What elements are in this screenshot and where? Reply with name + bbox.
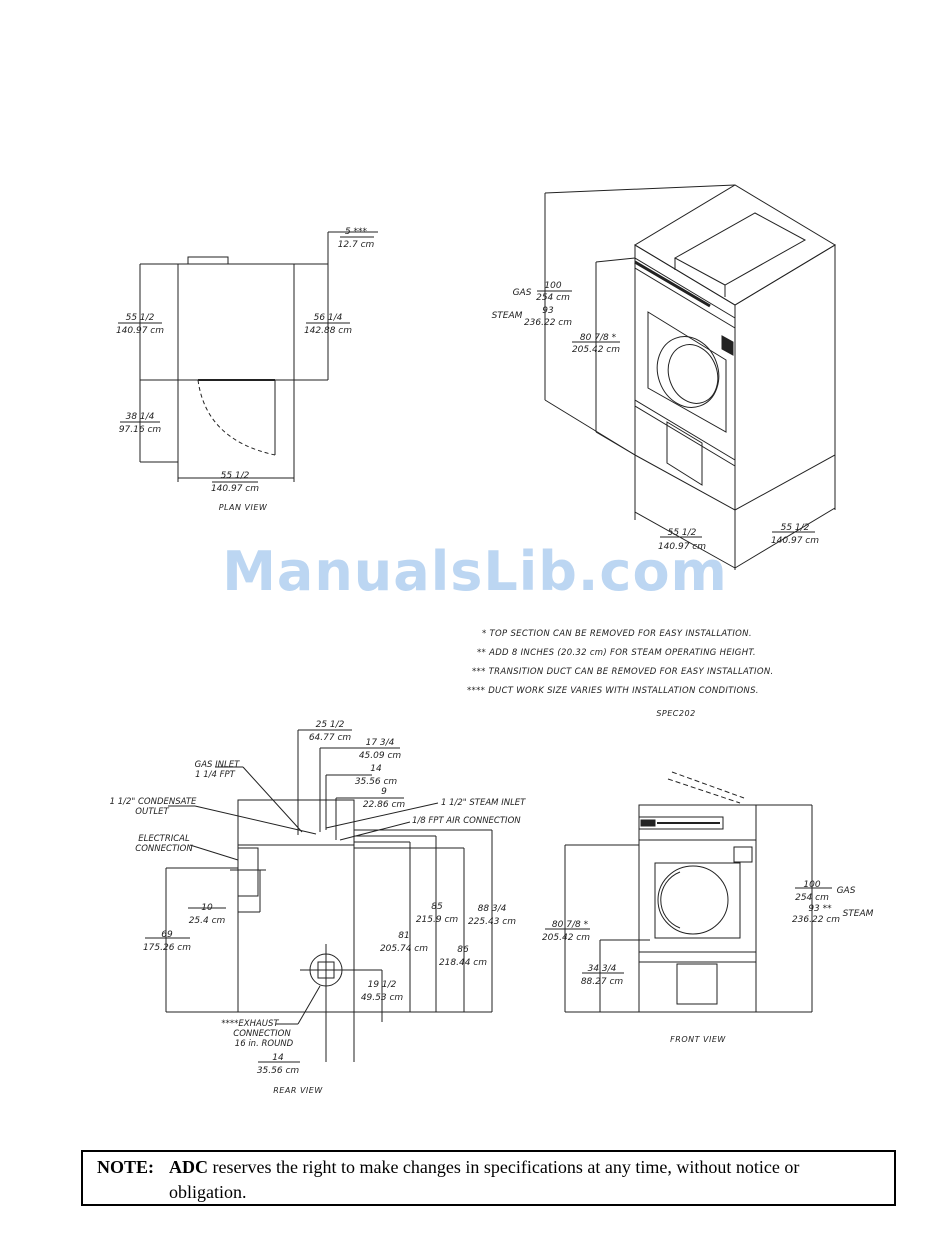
front-lint-drawer: [676, 963, 718, 1005]
gas-inlet-size: 1 1/4 FPT: [195, 770, 236, 780]
front-top-in: 80 7/8 *: [552, 920, 589, 930]
rear-d9-in: 81: [398, 931, 409, 941]
rear-d4-cm: 22.86 cm: [363, 800, 406, 810]
iso-width-in: 55 1/2: [668, 528, 697, 538]
air-connection-label: 1/8 FPT AIR CONNECTION: [412, 816, 521, 826]
front-control-box: [733, 846, 753, 863]
rear-view-caption: REAR VIEW: [273, 1086, 323, 1095]
front-view-body: [638, 804, 757, 1013]
rear-d6-cm: 175.26 cm: [143, 943, 191, 953]
exhaust-label: ****EXHAUST: [221, 1019, 279, 1029]
electrical-label: ELECTRICAL: [138, 834, 190, 844]
front-steam-in: 93 **: [808, 904, 832, 914]
exhaust-connection-label: CONNECTION: [233, 1029, 291, 1039]
rear-d10-cm: 218.44 cm: [439, 958, 487, 968]
plan-overall-depth-cm: 142.88 cm: [304, 326, 352, 336]
front-steam-cm: 236.22 cm: [792, 915, 840, 925]
plan-duct-in: 5 ***: [345, 227, 368, 237]
plan-door-swing-cm: 97.16 cm: [119, 425, 162, 435]
iso-side-face: [734, 244, 836, 511]
plan-width-in: 55 1/2: [221, 471, 250, 481]
front-view: [545, 771, 832, 1013]
note-company: ADC: [169, 1157, 208, 1177]
note-box: NOTE: ADC reserves the right to make cha…: [81, 1150, 896, 1206]
iso-width-cm: 140.97 cm: [658, 542, 706, 552]
rear-d11-cm: 49.53 cm: [361, 993, 404, 1003]
iso-gas-in: 100: [544, 281, 561, 291]
front-door-cm: 88.27 cm: [581, 977, 624, 987]
plan-view-duct: [187, 256, 229, 265]
electrical-box: [237, 847, 259, 897]
iso-steam-cm: 236.22 cm: [524, 318, 572, 328]
iso-top-in: 80 7/8 *: [580, 333, 617, 343]
plan-duct-cm: 12.7 cm: [338, 240, 375, 250]
rear-d1-in: 25 1/2: [316, 720, 345, 730]
iso-steam-in: 93: [542, 306, 554, 316]
door-swing-arc: [197, 379, 276, 456]
rear-d8-cm: 225.43 cm: [468, 917, 516, 927]
plan-view: [118, 231, 378, 483]
iso-steam-label: STEAM: [492, 311, 523, 321]
iso-gas-cm: 254 cm: [536, 293, 570, 303]
rear-d2-cm: 45.09 cm: [359, 751, 402, 761]
spec-code: SPEC202: [656, 709, 695, 718]
note-line-2: ** ADD 8 INCHES (20.32 cm) FOR STEAM OPE…: [477, 648, 756, 658]
front-gas-label: GAS: [837, 886, 856, 896]
rear-d7-in: 85: [431, 902, 443, 912]
steam-inlet-label: 1 1/2" STEAM INLET: [441, 798, 526, 808]
rear-d5-cm: 25.4 cm: [189, 916, 226, 926]
front-top-cm: 205.42 cm: [542, 933, 590, 943]
plan-width-cm: 140.97 cm: [211, 484, 259, 494]
plan-view-body: [177, 263, 295, 381]
isometric-view: [537, 184, 836, 570]
exhaust-size-label: 16 in. ROUND: [235, 1039, 294, 1049]
iso-top-cm: 205.42 cm: [572, 345, 620, 355]
plan-depth-in: 55 1/2: [126, 313, 155, 323]
plan-view-caption: PLAN VIEW: [219, 503, 268, 512]
rear-d1-cm: 64.77 cm: [309, 733, 352, 743]
iso-front-face: [634, 244, 736, 511]
rear-d7-cm: 215.9 cm: [416, 915, 459, 925]
front-gas-cm: 254 cm: [795, 893, 829, 903]
rear-d11-in: 19 1/2: [368, 980, 397, 990]
rear-d3-in: 14: [370, 764, 382, 774]
note-label: NOTE:: [97, 1157, 155, 1177]
rear-d2-in: 17 3/4: [366, 738, 395, 748]
front-view-caption: FRONT VIEW: [670, 1035, 726, 1044]
plan-overall-depth-in: 56 1/4: [314, 313, 343, 323]
rear-d5-in: 10: [201, 903, 213, 913]
rear-d4-in: 9: [381, 787, 387, 797]
electrical-connection: CONNECTION: [135, 844, 193, 854]
rear-d9-cm: 205.74 cm: [380, 944, 428, 954]
front-gas-in: 100: [803, 880, 820, 890]
rear-d10-in: 86: [457, 945, 469, 955]
note-body: ADC reserves the right to make changes i…: [169, 1155, 869, 1205]
front-steam-label: STEAM: [843, 909, 874, 919]
note-line-1: * TOP SECTION CAN BE REMOVED FOR EASY IN…: [482, 629, 752, 639]
plan-door-swing-in: 38 1/4: [126, 412, 155, 422]
gas-inlet-label: GAS INLET: [195, 760, 240, 770]
note-line-3: *** TRANSITION DUCT CAN BE REMOVED FOR E…: [472, 667, 773, 677]
iso-depth-in: 55 1/2: [781, 523, 810, 533]
rear-d12-in: 14: [272, 1053, 284, 1063]
rear-view: [145, 729, 493, 1063]
iso-gas-label: GAS: [513, 288, 532, 298]
front-door-in: 34 3/4: [588, 964, 617, 974]
front-door: [654, 862, 741, 939]
rear-view-body: [237, 799, 355, 1013]
condensate-outlet: OUTLET: [135, 807, 169, 817]
condensate-label: 1 1/2" CONDENSATE: [110, 797, 197, 807]
note-text: reserves the right to make changes in sp…: [169, 1157, 800, 1202]
rear-d12-cm: 35.56 cm: [257, 1066, 300, 1076]
plan-depth-cm: 140.97 cm: [116, 326, 164, 336]
iso-depth-cm: 140.97 cm: [771, 536, 819, 546]
rear-d8-in: 88 3/4: [478, 904, 507, 914]
rear-d3-cm: 35.56 cm: [355, 777, 398, 787]
note-line-4: **** DUCT WORK SIZE VARIES WITH INSTALLA…: [467, 686, 759, 696]
rear-d6-in: 69: [161, 930, 173, 940]
